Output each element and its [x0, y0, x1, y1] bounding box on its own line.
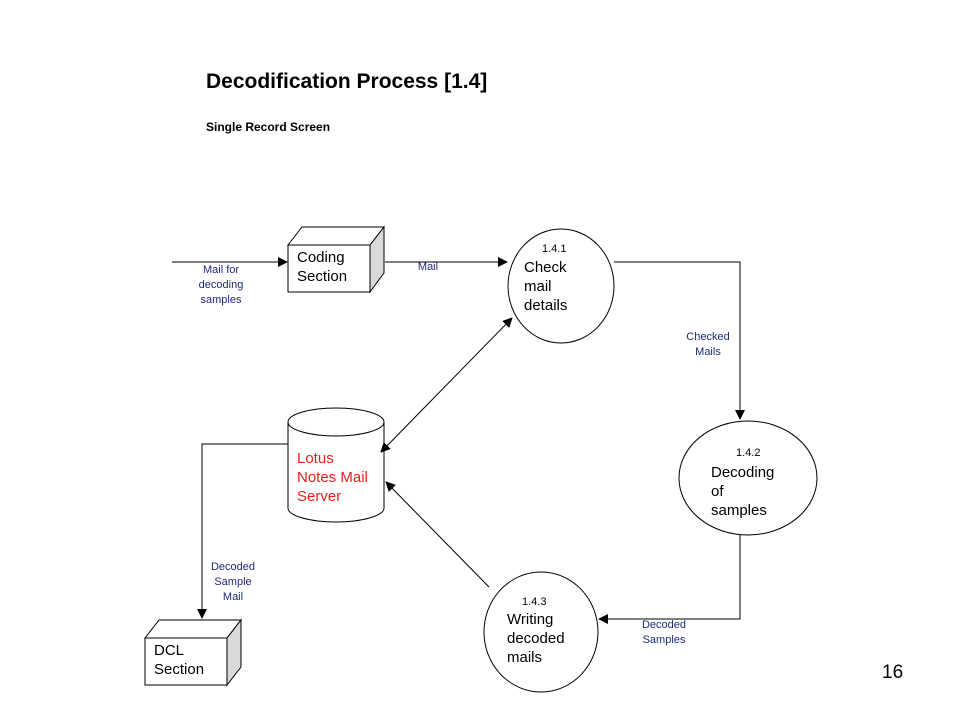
- flow-decoded-sample-mail-arrow: [197, 443, 288, 619]
- process-writing-label: Writing decoded mails: [507, 611, 565, 666]
- flow-decoded-samples-label: Decoded Samples: [641, 619, 687, 646]
- process-writing-circle: [483, 571, 599, 693]
- process-decoding-circle: [678, 420, 818, 536]
- flow-decoded-samples-arrow: [598, 535, 741, 624]
- process-decoding-number: 1.4.2: [736, 447, 761, 459]
- dcl-section-label: DCL Section: [154, 642, 205, 678]
- flow-checked-mails-arrow: [614, 261, 745, 420]
- coding-section-entity: [286, 225, 386, 294]
- process-writing-number: 1.4.3: [522, 596, 547, 608]
- dcl-section-entity: [143, 618, 243, 687]
- flow-checked-mails-label: Checked Mails: [686, 331, 730, 358]
- page-title: Decodification Process [1.4]: [206, 70, 488, 93]
- data-store-label: Lotus Notes Mail Server: [297, 450, 368, 505]
- process-check-mail-label: Check mail details: [524, 259, 568, 314]
- flow-writing-to-store-arrow: [385, 481, 490, 588]
- page-number: 16: [882, 662, 904, 683]
- process-decoding-label: Decoding of samples: [711, 464, 775, 519]
- process-check-mail-number: 1.4.1: [542, 243, 567, 255]
- flow-mail-label: Mail: [417, 261, 439, 273]
- coding-section-label: Coding Section: [297, 249, 348, 285]
- process-check-mail-circle: [507, 228, 615, 344]
- lotus-notes-data-store: [287, 407, 385, 523]
- flow-decoded-sample-mail-label: Decoded Sample Mail: [210, 561, 256, 603]
- flow-mail-for-decoding-label: Mail for decoding samples: [198, 264, 244, 306]
- page-subtitle: Single Record Screen: [206, 120, 331, 134]
- flow-store-check-bidirectional-arrow: [380, 317, 513, 453]
